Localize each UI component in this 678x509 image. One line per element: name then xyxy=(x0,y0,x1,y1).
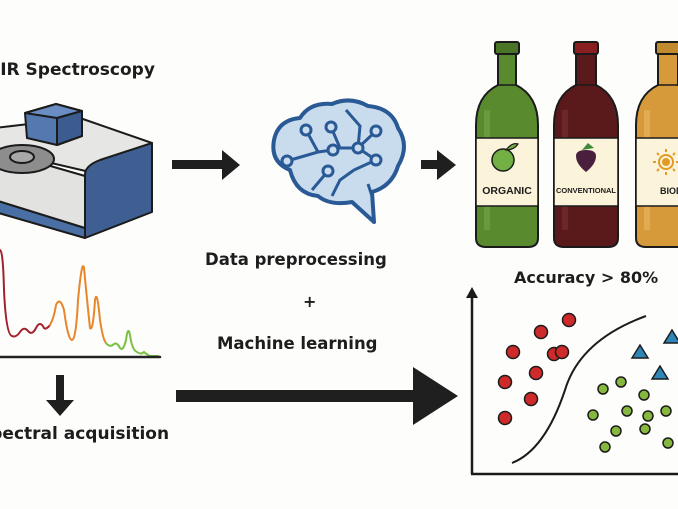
green-class-point xyxy=(662,437,674,449)
red-class-point xyxy=(497,410,513,426)
green-class-point xyxy=(587,409,599,421)
green-class-point xyxy=(597,383,609,395)
blue-class-point xyxy=(630,343,650,359)
plus-label: + xyxy=(303,292,317,311)
machine-learning-label: Machine learning xyxy=(217,334,378,353)
green-class-point xyxy=(642,410,654,422)
green-class-point xyxy=(599,441,611,453)
acquisition-label: Spectral acquisition xyxy=(0,424,170,444)
arrow-right-icon-2 xyxy=(421,150,456,180)
red-class-point xyxy=(554,344,570,360)
green-class-point xyxy=(660,405,672,417)
apple-icon xyxy=(491,148,515,172)
brain-network-icon xyxy=(271,98,406,224)
y-axis-arrow-icon xyxy=(466,287,478,298)
red-class-point xyxy=(533,324,549,340)
down-arrow-icon xyxy=(46,375,74,416)
arrow-right-icon xyxy=(172,150,240,180)
blue-class-point xyxy=(650,364,670,380)
bottle-label-organic: ORGANIC xyxy=(482,185,532,197)
spectrum-segment-red xyxy=(0,249,51,338)
red-class-point xyxy=(497,374,513,390)
red-class-point xyxy=(523,391,539,407)
classifier-plot xyxy=(466,287,678,476)
instrument-title: NIR Spectroscopy xyxy=(0,60,155,80)
red-class-point xyxy=(528,365,544,381)
nir-spectrum xyxy=(0,249,162,359)
large-arrow-right-icon xyxy=(176,367,458,425)
bottle-biodynamic: BIODYNAMIC xyxy=(635,41,678,248)
bottle-label-conventional: CONVENTIONAL xyxy=(556,186,616,195)
blue-class-point xyxy=(662,328,678,344)
bottle-organic: ORGANIC xyxy=(475,41,539,248)
accuracy-label: Accuracy > 80% xyxy=(514,268,659,287)
grapes-icon xyxy=(576,143,596,172)
preprocessing-label: Data preprocessing xyxy=(205,250,387,269)
green-class-point xyxy=(639,423,651,435)
green-class-point xyxy=(615,376,627,388)
decision-boundary xyxy=(511,315,647,464)
spectrum-segment-orange xyxy=(49,265,107,344)
green-class-point xyxy=(638,389,650,401)
spectrum-segment-green xyxy=(105,330,159,357)
green-class-point xyxy=(621,405,633,417)
red-class-point xyxy=(561,312,577,328)
green-class-point xyxy=(610,425,622,437)
red-class-point xyxy=(505,344,521,360)
spectrometer-icon xyxy=(0,103,153,239)
bottle-conventional: CONVENTIONAL xyxy=(553,41,619,248)
bottle-label-biodynamic: BIODYNAMIC xyxy=(660,186,678,196)
